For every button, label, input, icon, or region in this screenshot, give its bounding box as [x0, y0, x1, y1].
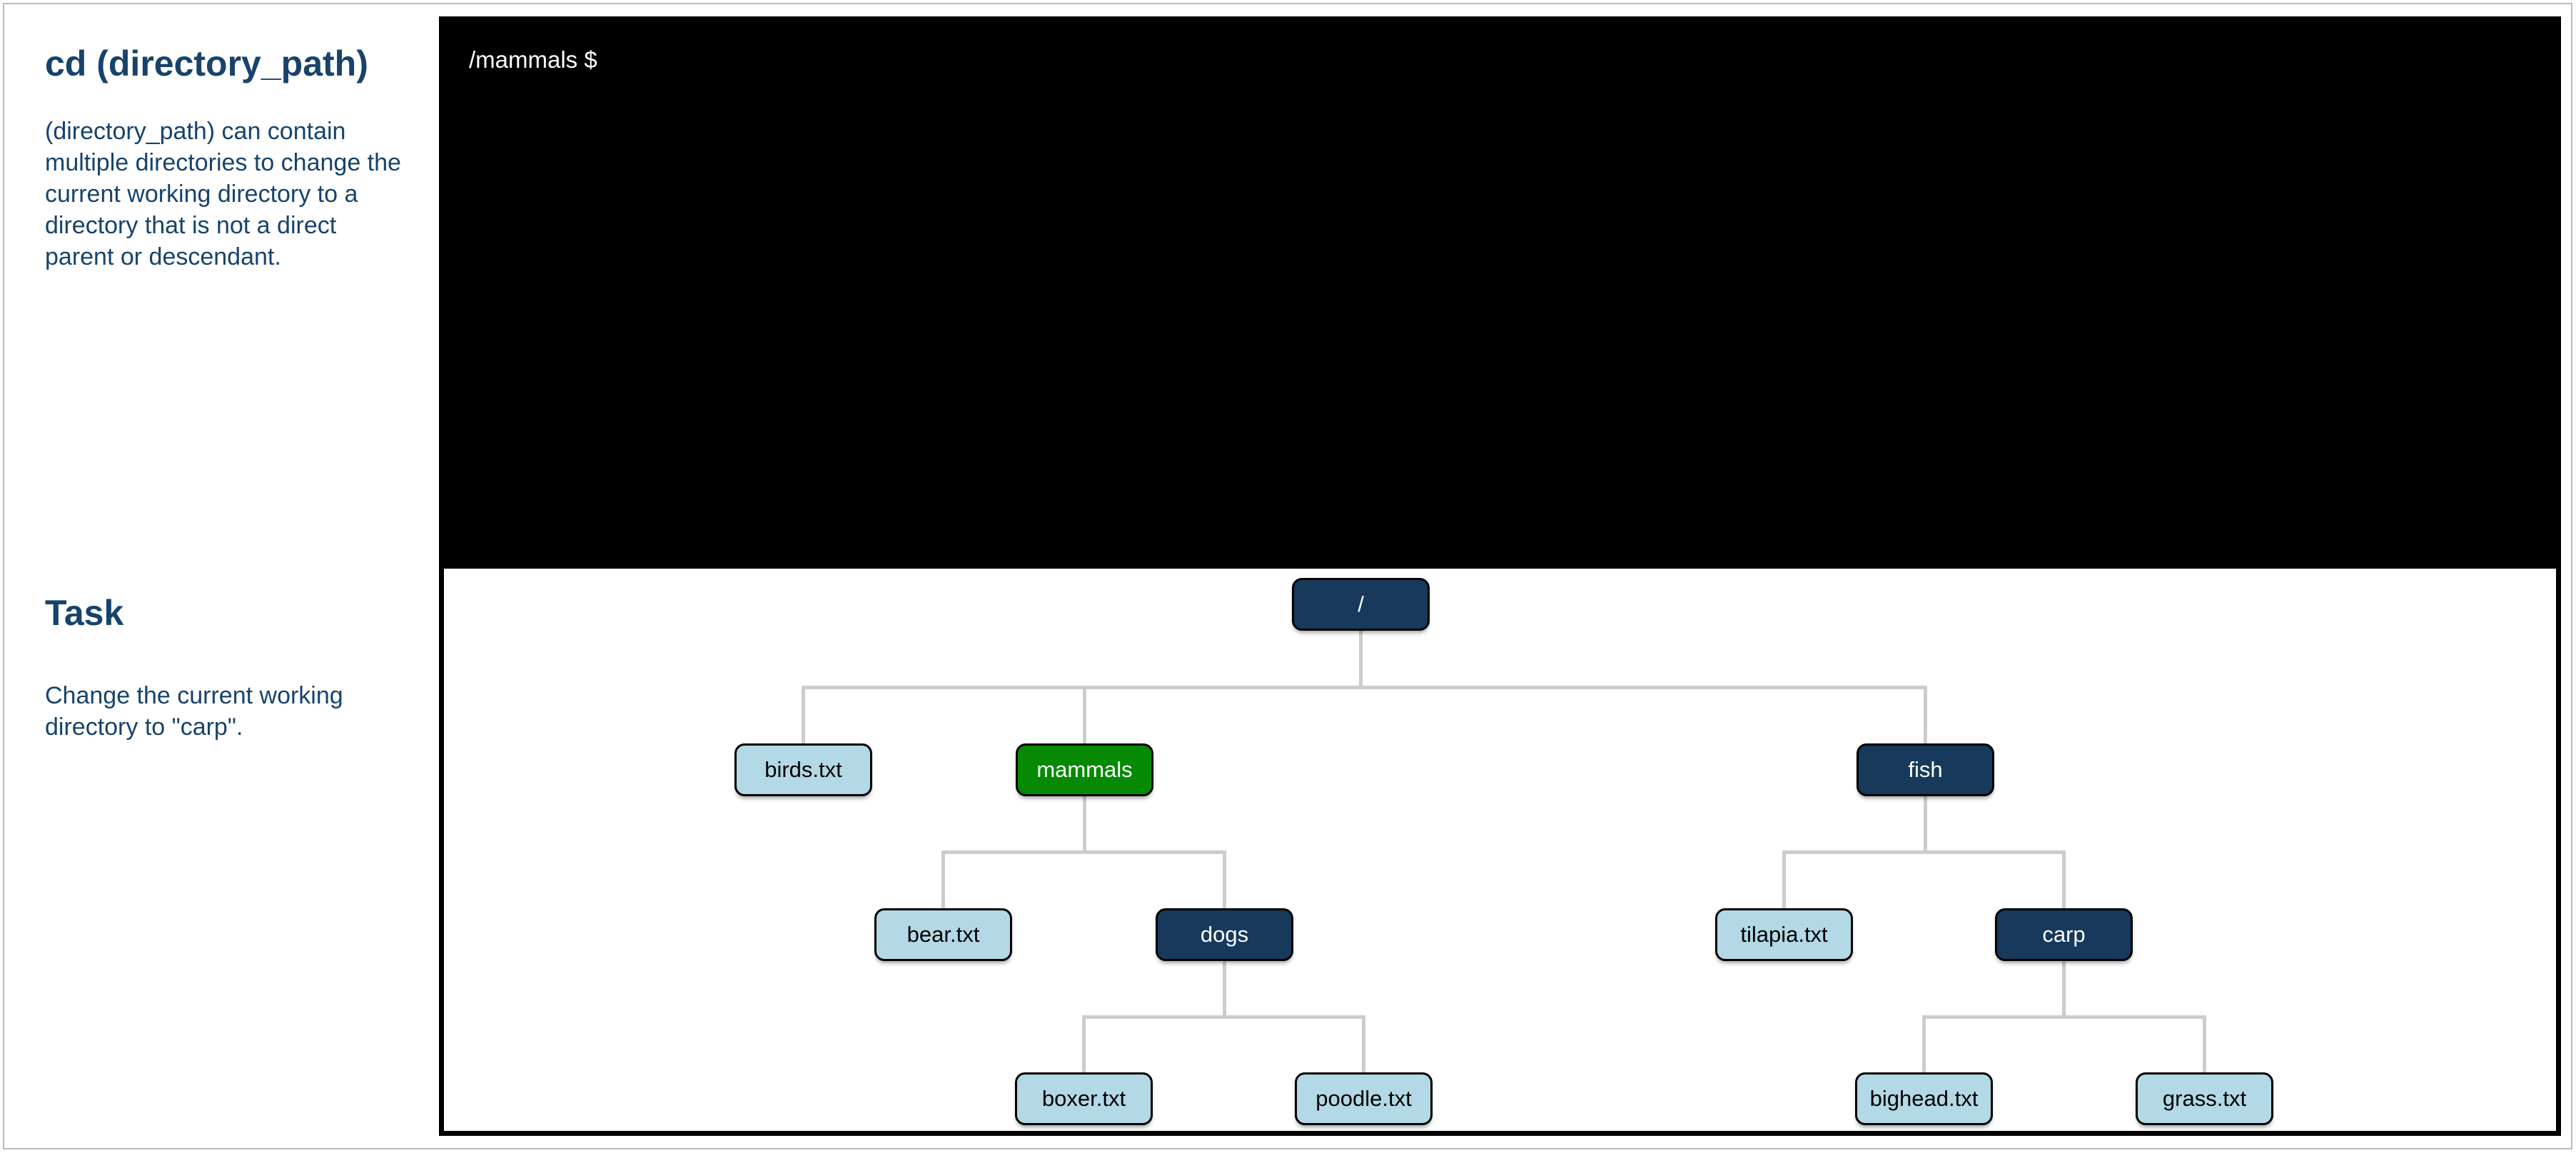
- tree-connector: [1083, 687, 1086, 743]
- tree-connector: [941, 852, 945, 908]
- file-tree: / birds.txt mammals fish bear.txt dogs t…: [444, 569, 2556, 1131]
- tree-connector: [1922, 1017, 1926, 1072]
- tree-connector: [1924, 687, 1927, 743]
- tree-node-grass-txt: grass.txt: [2136, 1072, 2273, 1125]
- tree-node-birds-txt: birds.txt: [734, 743, 872, 796]
- lesson-title: cd (directory_path): [45, 44, 368, 83]
- tree-connector: [1223, 961, 1226, 1017]
- tree-connector: [1083, 796, 1086, 852]
- tree-connector: [1922, 1015, 2206, 1019]
- tree-node-poodle-txt: poodle.txt: [1295, 1072, 1433, 1125]
- tree-connector: [1782, 852, 1786, 908]
- tree-connector: [2203, 1017, 2206, 1072]
- tree-connector: [802, 686, 1927, 689]
- tree-node-root: /: [1292, 578, 1430, 631]
- tree-connector: [1782, 850, 2066, 854]
- tree-connector: [802, 687, 805, 743]
- tree-connector: [1082, 1015, 1365, 1019]
- tree-node-tilapia-txt: tilapia.txt: [1715, 908, 1853, 961]
- tree-connector: [2062, 961, 2066, 1017]
- tree-connector: [2062, 852, 2066, 908]
- task-heading: Task: [45, 593, 124, 633]
- terminal[interactable]: /mammals $: [439, 16, 2561, 569]
- tree-connector: [1082, 1017, 1086, 1072]
- lesson-description: (directory_path) can contain multiple di…: [45, 118, 401, 270]
- tree-node-carp: carp: [1995, 908, 2133, 961]
- tree-node-fish: fish: [1857, 743, 1994, 796]
- tree-connector: [1223, 852, 1226, 908]
- sidebar: cd (directory_path) (directory_path) can…: [0, 0, 439, 1153]
- tree-node-bear-txt: bear.txt: [874, 908, 1012, 961]
- tree-node-boxer-txt: boxer.txt: [1015, 1072, 1153, 1125]
- tree-node-mammals: mammals: [1016, 743, 1153, 796]
- tree-node-bighead-txt: bighead.txt: [1855, 1072, 1993, 1125]
- tree-connector: [941, 850, 1226, 854]
- tree-node-dogs: dogs: [1156, 908, 1293, 961]
- tree-connector: [1924, 796, 1927, 852]
- tree-connector: [1362, 1017, 1365, 1072]
- tree-connector: [1359, 631, 1363, 688]
- terminal-prompt[interactable]: /mammals $: [469, 46, 597, 73]
- task-description: Change the current working directory to …: [45, 682, 343, 741]
- file-tree-panel: / birds.txt mammals fish bear.txt dogs t…: [439, 569, 2561, 1136]
